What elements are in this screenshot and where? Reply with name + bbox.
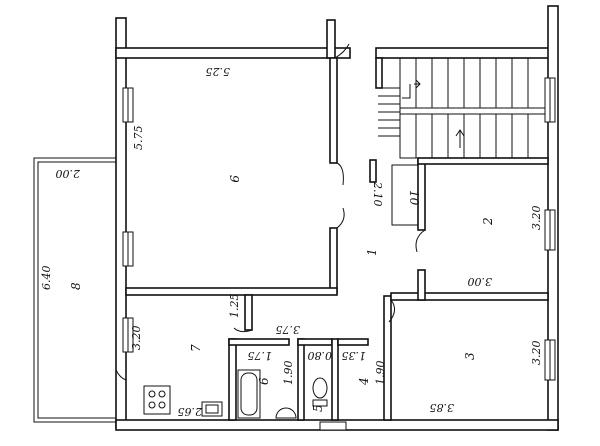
room-3-dim-width: 3.20 (530, 341, 543, 366)
room-8-dim-length: 6.40 (40, 266, 53, 291)
toilet-icon (312, 377, 328, 407)
interior-walls (125, 57, 549, 421)
washbasin-icon (275, 407, 297, 419)
room-8-number: 8 (69, 282, 83, 290)
room-2-dim-length: 3.00 (468, 275, 493, 288)
room-2-dim-width: 3.20 (530, 206, 543, 231)
room-6-dim-length: 1.90 (282, 361, 295, 386)
room-5-dim-width: 0.80 (308, 349, 333, 362)
bathtub-icon (237, 369, 261, 419)
room-7-number: 7 (189, 344, 203, 352)
closet-outline (391, 164, 419, 226)
room-1-dim-c: 1.25 (228, 294, 241, 319)
balcony-outline (33, 157, 116, 423)
room-1-number: 1 (365, 248, 379, 256)
closet-number: 10 (407, 190, 421, 206)
room-9-dim-width: 5.25 (206, 65, 231, 78)
room-1-dim-a: 2.10 (371, 181, 384, 207)
room-3-number: 3 (463, 352, 477, 360)
staircase (378, 57, 549, 159)
room-4-dim-length: 1.90 (374, 361, 387, 386)
room-4-dim-width: 1.35 (342, 349, 367, 362)
room-3-dim-length: 3.85 (430, 401, 455, 414)
stove-icon (143, 385, 171, 415)
room-6-number: 6 (257, 377, 271, 385)
room-2-number: 2 (481, 217, 495, 226)
room-6-dim-width: 1.75 (248, 349, 273, 362)
room-7-dim-width: 3.20 (130, 326, 143, 351)
room-5-number: 5 (311, 404, 325, 412)
door-swings (115, 43, 426, 381)
room-9-dim-length: 5.75 (132, 126, 145, 151)
room-4-number: 4 (357, 377, 371, 386)
room-labels: 9 5.25 5.75 8 2.00 6.40 7 3.20 2.65 6 1.… (40, 65, 543, 418)
room-1-dim-b: 3.75 (276, 323, 301, 336)
windows (122, 77, 556, 431)
sink-icon (201, 401, 223, 417)
room-8-dim-width: 2.00 (56, 167, 82, 180)
room-7-dim-length: 2.65 (178, 405, 204, 418)
room-9-number: 9 (227, 175, 241, 183)
